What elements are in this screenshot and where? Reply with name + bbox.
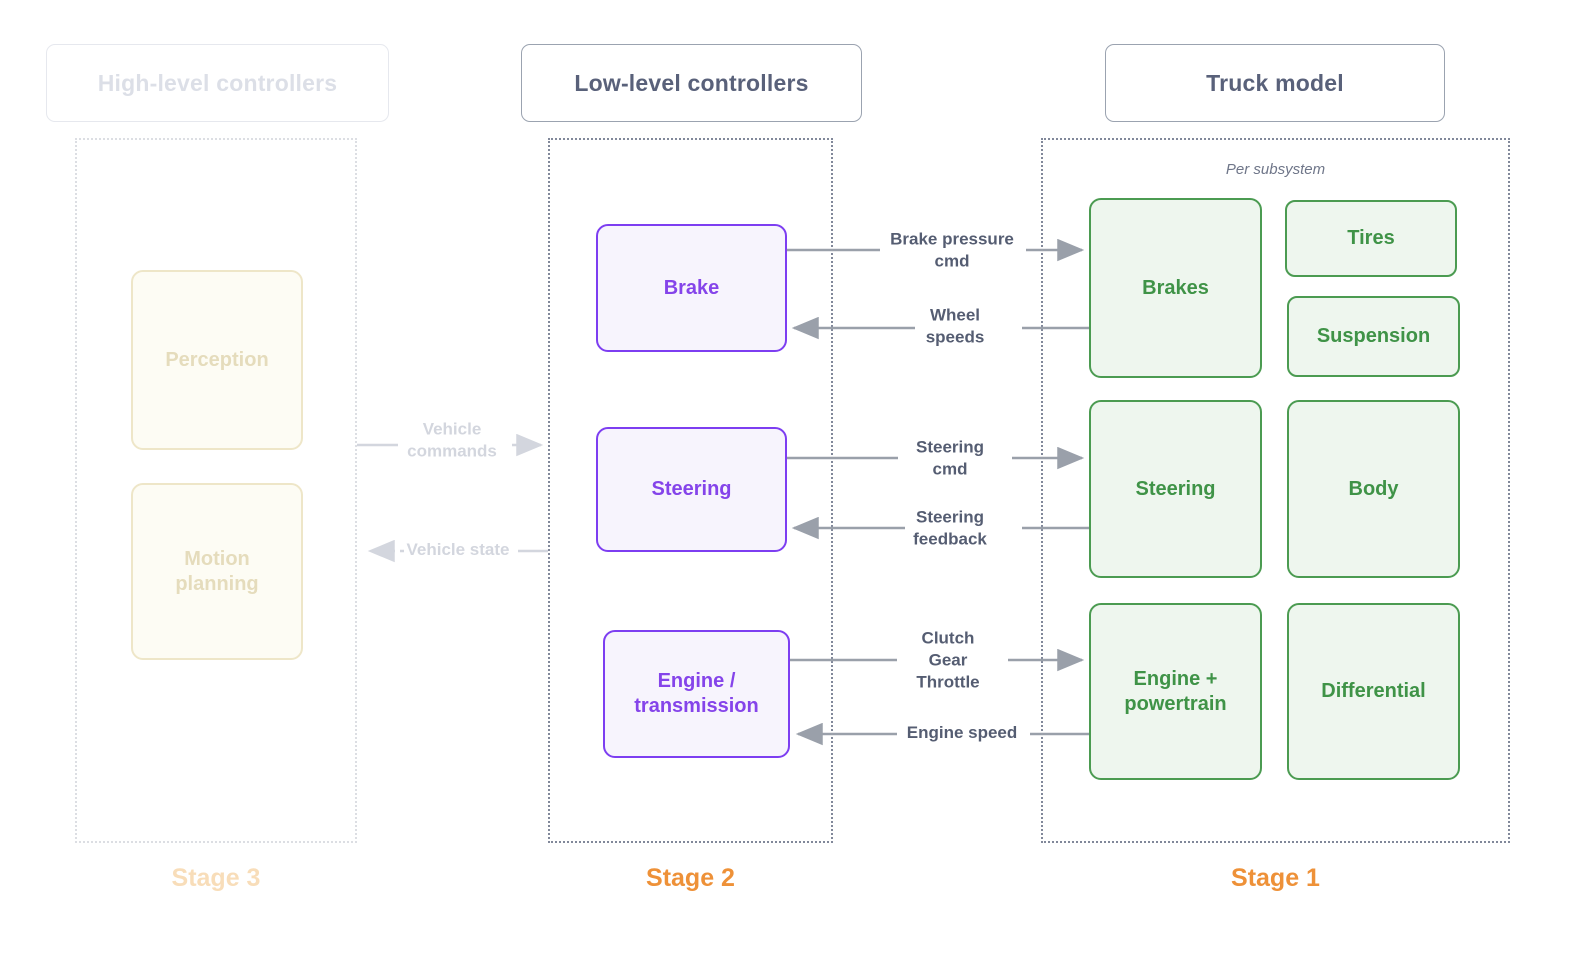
stage-3-label: Stage 3: [171, 864, 261, 892]
signal-label-steering-cmd: Steering cmd: [915, 437, 985, 478]
node-engine-powertrain: Engine + powertrain: [1089, 603, 1262, 780]
signal-label-steering-feedback: Steering feedback: [913, 507, 987, 548]
high-level-controllers-title: High-level controllers: [46, 44, 389, 122]
node-suspension: Suspension: [1287, 296, 1460, 377]
high-level-controllers-title-text: High-level controllers: [97, 69, 338, 96]
node-steering-controller: Steering: [596, 427, 787, 552]
node-perception: Perception: [131, 270, 303, 450]
per-subsystem-note: Per subsystem: [1225, 161, 1326, 178]
truck-model-title-text: Truck model: [1206, 69, 1344, 96]
node-motion-planning: Motion planning: [131, 483, 303, 660]
node-tires: Tires: [1285, 200, 1457, 277]
signal-label-brake-pressure-cmd: Brake pressure cmd: [890, 229, 1014, 270]
signal-label-vehicle-commands: Vehicle commands: [407, 419, 497, 460]
stage-3-container: [75, 138, 357, 843]
signal-label-clutch-gear-throttle: Clutch Gear Throttle: [916, 628, 980, 691]
node-steering-model: Steering: [1089, 400, 1262, 578]
node-engine-transmission-controller: Engine / transmission: [603, 630, 790, 758]
node-differential: Differential: [1287, 603, 1460, 780]
truck-model-title: Truck model: [1105, 44, 1445, 122]
low-level-controllers-title-text: Low-level controllers: [574, 69, 809, 96]
low-level-controllers-title: Low-level controllers: [521, 44, 862, 122]
stage-1-label: Stage 1: [1231, 864, 1320, 892]
stage-2-label: Stage 2: [646, 864, 735, 892]
stage-2-container: [548, 138, 833, 843]
signal-label-vehicle-state: Vehicle state: [406, 540, 510, 560]
signal-label-wheel-speeds: Wheel speeds: [925, 305, 985, 346]
stage-1-container: [1041, 138, 1510, 843]
node-brakes: Brakes: [1089, 198, 1262, 378]
signal-label-engine-speed: Engine speed: [906, 723, 1018, 743]
node-brake-controller: Brake: [596, 224, 787, 352]
node-body: Body: [1287, 400, 1460, 578]
